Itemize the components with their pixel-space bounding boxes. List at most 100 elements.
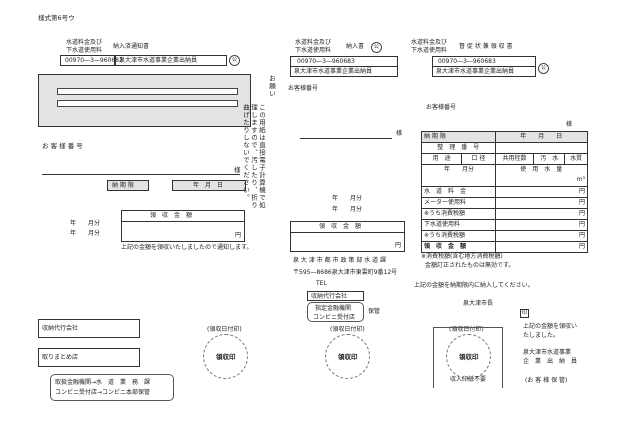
- left-month-row-2: 年 月分: [70, 230, 101, 237]
- mid-address: 〒595―8686泉大津市東雲町9番12号: [293, 269, 398, 276]
- right-receipt-yen: 円: [494, 241, 589, 253]
- left-payee-box: 泉大津市水道事業企業出納員: [115, 55, 227, 66]
- left-due-date-box: 年 月 日: [172, 180, 246, 191]
- left-collector-label: 取りまとめ店: [42, 354, 79, 361]
- address-line-1: [57, 88, 238, 95]
- right-title-line2: 下水道使用料: [411, 47, 448, 54]
- right-account-number: 00970―3―960683: [438, 58, 496, 65]
- mid-month-row-1: 年 月分: [332, 195, 363, 202]
- mid-title-line1: 水道料金及び: [295, 39, 332, 46]
- notice-col-2: この用紙は直接電子計算機で処: [257, 104, 266, 209]
- left-receipt-divider: [122, 221, 244, 222]
- fee-row-unit-0: 円: [494, 186, 589, 198]
- right-due-label: 納 期 限: [421, 131, 496, 143]
- left-route-line2: コンビニ受付店→コンビニ本部保管: [55, 389, 151, 396]
- mid-name-underline: [300, 138, 392, 139]
- fee-row-unit-1: 円: [494, 197, 589, 209]
- mid-account-number: 00970―3―960683: [297, 58, 355, 65]
- notice-col-4: 曲げたりしないでください。: [241, 104, 250, 202]
- form-id: 様式第6号ウ: [38, 14, 75, 22]
- fee-row-unit-4: 円: [494, 230, 589, 242]
- left-title-line2: 下水道使用料: [66, 47, 103, 54]
- mid-month-row-2: 年 月分: [332, 206, 363, 213]
- right-issuer-2: 企 業 出 納 員: [523, 358, 578, 365]
- right-caliber-label: 口 径: [461, 153, 496, 165]
- left-name-underline: [42, 174, 240, 175]
- mid-agent-label: 収納代行会社: [311, 293, 348, 300]
- right-due-date: 年 月 日: [494, 131, 589, 143]
- right-receipt-done-2: たしました。: [523, 332, 560, 339]
- fee-row-label-0: 水 道 料 金: [421, 186, 496, 198]
- right-seal-box: 印: [520, 309, 529, 318]
- fee-row-label-1: メーター使用料: [421, 197, 496, 209]
- left-month-row-1: 年 月分: [70, 220, 101, 227]
- right-public-stamp-icon: 公: [538, 63, 549, 74]
- left-route-box: 取扱金融機関→水 道 業 務 課 コンビニ受付店→コンビニ本部保管: [50, 374, 174, 401]
- right-meter-label: 整 理 番 号: [421, 142, 496, 154]
- right-quality-label: 水質: [564, 153, 588, 165]
- left-receipt-notice: 上記の金額を領収いたしましたので通知します。: [121, 244, 253, 251]
- address-area: [38, 74, 251, 127]
- right-customer-no-label: お客様番号: [426, 104, 457, 111]
- notice-col-1: お願い: [267, 75, 276, 98]
- right-fee-table: 納 期 限 年 月 日 整 理 番 号 用 途 口 径 共用栓数 汚 水 水質 …: [420, 131, 589, 253]
- mid-keep-label: 保管: [368, 308, 381, 315]
- right-receipt-done-1: 上記の金額を領収い: [523, 323, 578, 330]
- right-receipt-label: 領 収 金 額: [421, 241, 496, 253]
- mid-payee: 泉大津市水道事業企業出納員: [294, 68, 373, 75]
- right-issuer-1: 泉大津市水道事業: [523, 349, 572, 356]
- left-account-number: 00970―3―960683: [65, 57, 123, 64]
- right-sama: 様: [566, 121, 573, 128]
- mid-designated-box: 指定金融機関 コンビニ受付店: [307, 302, 364, 322]
- mid-tel: TEL: [316, 280, 327, 287]
- right-stamp-frame: [433, 327, 503, 388]
- right-meter-value: [494, 142, 589, 154]
- mid-receipt-divider: [291, 232, 404, 233]
- right-date-stamp-label: (領収日付印): [449, 326, 484, 333]
- left-receipt-box: 領 収 金 額 円: [121, 210, 245, 242]
- left-customer-no-label: お 客 様 番 号: [42, 142, 83, 150]
- right-usage-cell: 使 用 水 量 m³: [494, 164, 589, 187]
- left-due-label: 納 期 限: [112, 182, 134, 189]
- left-collector-box: 取りまとめ店: [38, 348, 140, 367]
- left-agent-label: 収納代行会社: [42, 325, 79, 332]
- fee-row-label-4: ※うち消費税額: [421, 230, 496, 242]
- left-receipt-header: 領 収 金 額: [150, 212, 193, 219]
- mid-stamp-circle: 領収印: [325, 334, 370, 379]
- right-account-divider: [433, 66, 535, 67]
- right-month: 年 月分: [421, 164, 496, 187]
- notice-col-3: 理しますので、汚したり、折り: [249, 104, 258, 209]
- right-sewer-label: 汚 水: [533, 153, 566, 165]
- mid-receipt-header: 領 収 金 額: [319, 223, 362, 230]
- mid-designated-line2: コンビニ受付店: [313, 314, 356, 321]
- mid-account-divider: [291, 66, 397, 67]
- right-usage-label: 用 途: [420, 153, 463, 165]
- right-usage-amount-label: 使 用 水 量: [520, 166, 563, 173]
- left-due-date: 年 月 日: [193, 182, 224, 189]
- right-note-1: ※消費税額(含む地方消費税額): [421, 253, 503, 260]
- address-line-2: [57, 100, 238, 107]
- mid-designated-line1: 指定金融機関: [315, 305, 352, 312]
- mid-customer-no-label: お客様番号: [288, 85, 319, 92]
- mid-date-stamp-label: (領収日付印): [330, 326, 365, 333]
- left-due-label-box: 納 期 限: [107, 180, 149, 191]
- mid-stamp-text: 領収印: [338, 353, 358, 361]
- left-account-box: 00970―3―960683: [60, 55, 123, 66]
- fee-row-label-2: ※うち消費税額: [421, 208, 496, 220]
- left-route-line1: 取扱金融機関→水 道 業 務 課: [55, 379, 151, 386]
- right-note-2: 金額訂正されたものは無効です。: [425, 262, 515, 269]
- mid-agent-box: 収納代行会社: [307, 291, 364, 301]
- right-mayor: 泉大津市長: [463, 300, 494, 307]
- mid-receipt-box: 領 収 金 額 円: [290, 221, 405, 252]
- right-shared-label: 共用栓数: [494, 153, 535, 165]
- right-stamp-circle: 領収印: [446, 334, 491, 379]
- mid-public-stamp-icon: 公: [371, 42, 382, 53]
- public-stamp-icon: 公: [229, 55, 240, 66]
- mid-title-line2: 下水道使用料: [295, 47, 332, 54]
- left-receipt-yen: 円: [234, 232, 241, 239]
- right-title-right: 督 促 状 兼 領 収 書: [459, 43, 513, 50]
- left-title-line1: 水道料金及び: [66, 39, 103, 46]
- left-agent-box: 収納代行会社: [38, 319, 140, 338]
- fee-row-unit-2: 円: [494, 208, 589, 220]
- left-payee: 泉大津市水道事業企業出納員: [119, 57, 198, 64]
